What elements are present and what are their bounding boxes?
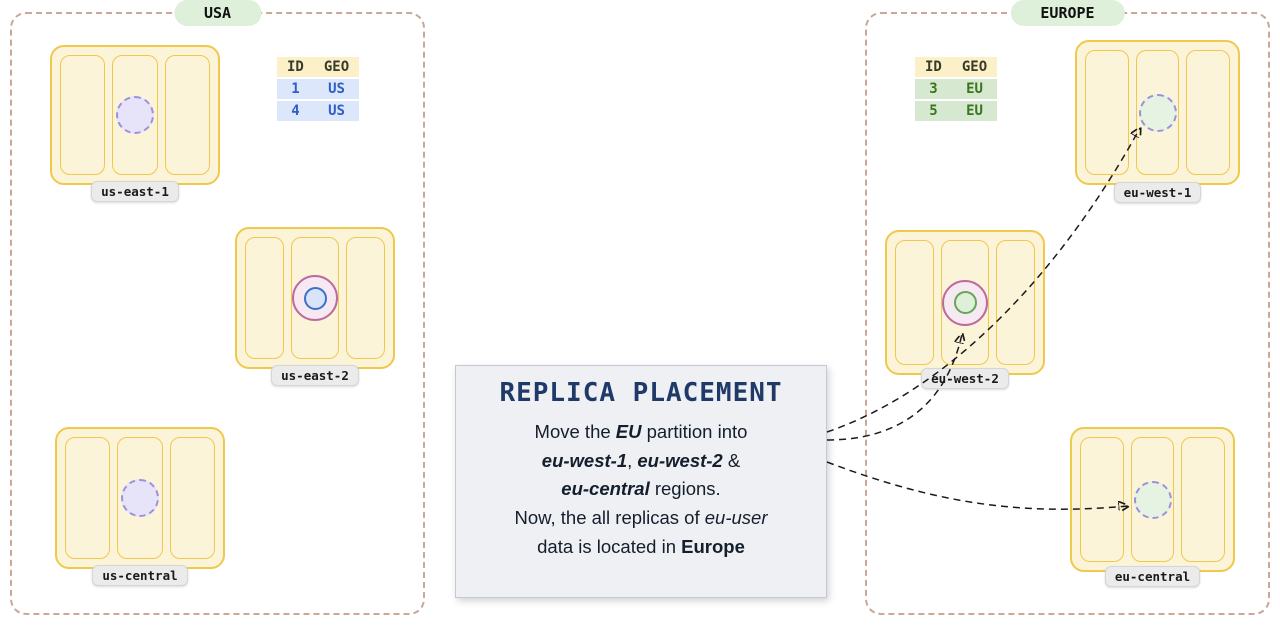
db-node-eu-west-2 [885,230,1045,375]
table-header-row: ID GEO [915,57,998,77]
partition-slot [1085,50,1129,175]
col-header-id: ID [277,57,314,77]
partition-slot [346,237,385,359]
db-node-us-central [55,427,225,569]
region-europe-badge: EUROPE [1010,0,1125,26]
cell-geo: EU [951,101,998,121]
partition-slot [245,237,284,359]
region-usa-label: USA [203,4,232,22]
partition-slot [291,237,339,359]
cell-id: 4 [277,101,314,121]
replica-placeholder-marker [1138,93,1177,132]
db-node-us-east-1 [50,45,220,185]
cell-geo: EU [951,79,998,99]
table-row: 4 US [277,101,360,121]
partition-slot [117,437,163,559]
table-row: 3 EU [915,79,998,99]
node-label-us-east-1: us-east-1 [50,181,220,202]
partition-slot [895,240,934,365]
partition-slot [60,55,106,175]
node-label-eu-central: eu-central [1070,566,1235,587]
replica-placement-callout: REPLICA PLACEMENT Move the EU partition … [455,365,827,598]
cell-id: 3 [915,79,952,99]
partition-slot [1080,437,1124,562]
replica-placeholder-marker [120,479,159,517]
callout-title: REPLICA PLACEMENT [499,378,783,408]
cell-id: 1 [277,79,314,99]
primary-replica-marker [942,279,988,326]
db-node-eu-west-1 [1075,40,1240,185]
node-label-eu-west-1: eu-west-1 [1075,182,1240,203]
region-europe-label: EUROPE [1040,4,1095,22]
partition-slot [1130,437,1175,562]
node-label-eu-west-2: eu-west-2 [885,368,1045,389]
col-header-id: ID [915,57,952,77]
replica-placeholder-marker [115,96,154,134]
partition-slot [65,437,111,559]
partition-slot [164,55,210,175]
cell-geo: US [313,79,360,99]
us-users-table: ID GEO 1 US 4 US [277,55,360,123]
table-header-row: ID GEO [277,57,360,77]
table-row: 5 EU [915,101,998,121]
db-node-us-east-2 [235,227,395,369]
partition-slot [1186,50,1231,175]
partition-slot [112,55,158,175]
col-header-geo: GEO [951,57,998,77]
primary-replica-marker [292,275,338,321]
db-node-eu-central [1070,427,1235,572]
node-label-us-central: us-central [55,565,225,586]
eu-partition-icon [953,291,977,314]
partition-slot [941,240,989,365]
region-usa: USA [10,0,425,615]
node-label-us-east-2: us-east-2 [235,365,395,386]
us-partition-icon [303,286,327,310]
region-usa-badge: USA [173,0,262,26]
partition-slot [996,240,1035,365]
eu-users-table: ID GEO 3 EU 5 EU [915,55,998,123]
table-row: 1 US [277,79,360,99]
col-header-geo: GEO [313,57,360,77]
cell-geo: US [313,101,360,121]
partition-slot [1135,50,1180,175]
partition-slot [169,437,215,559]
cell-id: 5 [915,101,952,121]
partition-slot [1181,437,1226,562]
replica-placeholder-marker [1133,480,1172,519]
